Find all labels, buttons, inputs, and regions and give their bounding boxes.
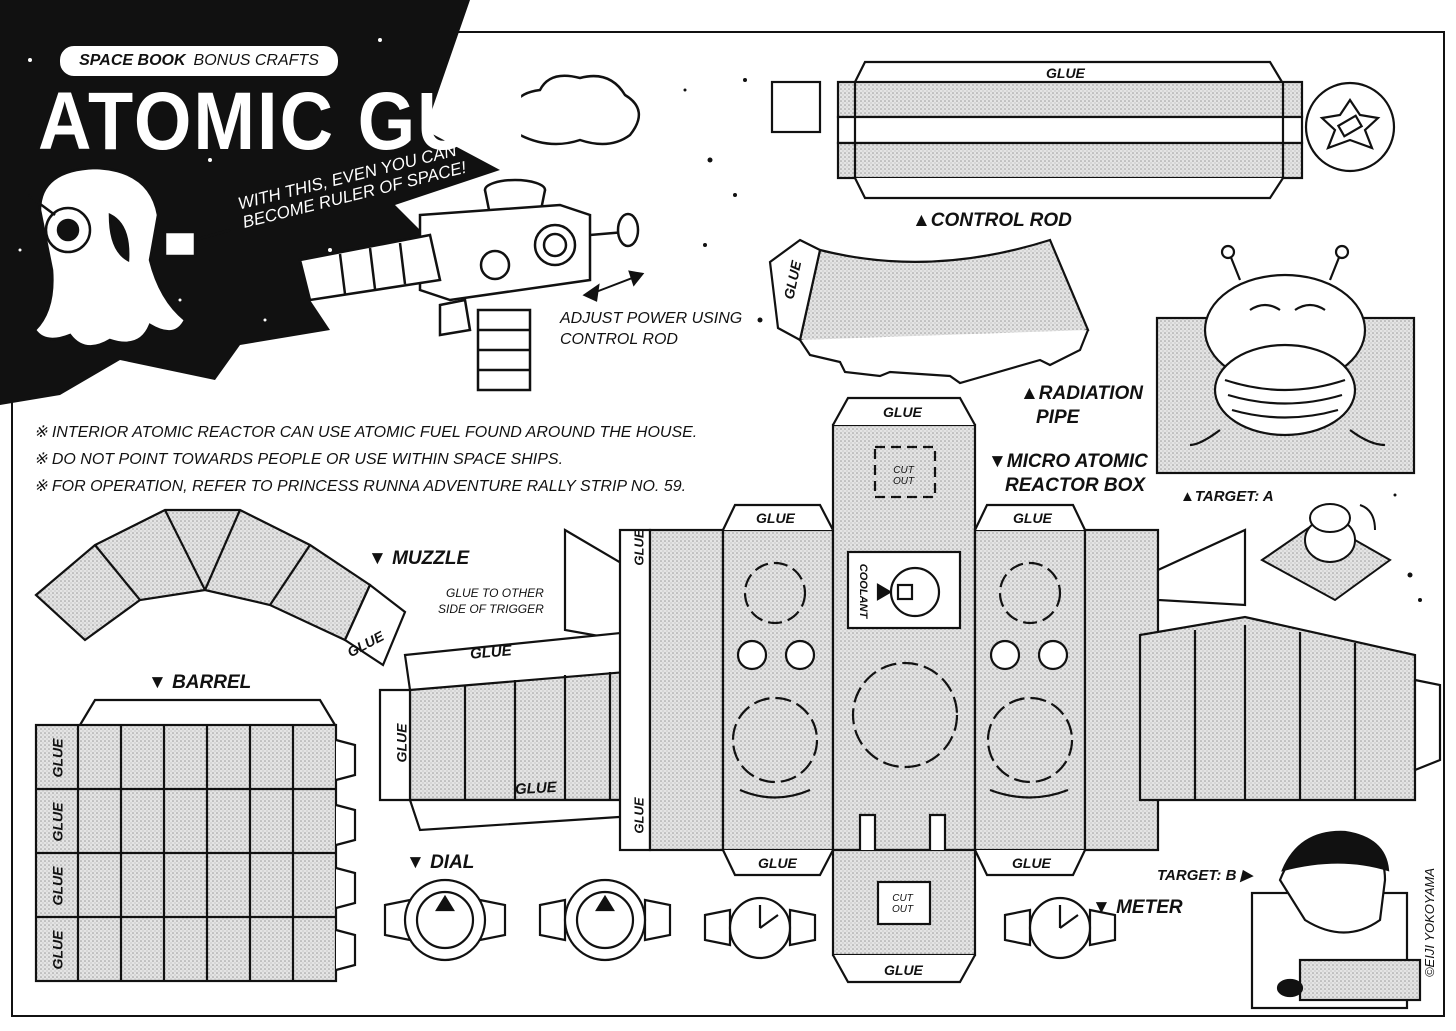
label-radiation-pipe: ▲RADIATION PIPE xyxy=(1020,382,1143,430)
cut-out-bottom: CUT OUT xyxy=(892,893,913,915)
meter-pieces xyxy=(703,896,1117,960)
label-reactor-box: ▼MICRO ATOMIC REACTOR BOX xyxy=(988,450,1148,498)
glue-tab-side-upper: GLUE xyxy=(631,529,647,566)
control-rod-net xyxy=(770,60,1396,200)
barrel-net xyxy=(34,698,357,983)
glue-tab-reactor-bottom: GLUE xyxy=(884,962,923,978)
glue-tab-side-lower: GLUE xyxy=(631,797,647,834)
coolant-label: COOLANT xyxy=(857,563,870,619)
glue-tab-left-top: GLUE xyxy=(756,510,795,526)
glue-trigger-line-2: SIDE OF TRIGGER xyxy=(438,602,544,616)
glue-tab-barrel-4: GLUE xyxy=(49,930,66,970)
glue-tab-left-bottom: GLUE xyxy=(758,855,797,871)
glue-tab-barrel-3: GLUE xyxy=(49,866,66,906)
cut-out-top: CUT OUT xyxy=(893,465,914,487)
glue-tab-handle-top: GLUE xyxy=(469,642,513,663)
glue-trigger-note: GLUE TO OTHER SIDE OF TRIGGER xyxy=(438,585,544,617)
glue-tab-barrel-2: GLUE xyxy=(49,802,66,842)
target-b-artist-illustration xyxy=(1250,830,1422,1010)
adjust-line-1: ADJUST POWER USING xyxy=(560,310,743,327)
handle-net-right xyxy=(1138,528,1442,802)
glue-tab-control-rod: GLUE xyxy=(1046,65,1085,81)
glue-trigger-line-1: GLUE TO OTHER xyxy=(446,586,544,600)
glue-tab-handle-bottom: GLUE xyxy=(514,778,558,799)
label-radiation-pipe-1: ▲RADIATION xyxy=(1020,383,1143,404)
cut-out-top-1: CUT xyxy=(893,465,914,476)
label-radiation-pipe-2: PIPE xyxy=(1036,407,1080,428)
radiation-pipe-net xyxy=(768,238,1090,385)
sheet-border xyxy=(11,31,1445,1017)
label-barrel: ▼ BARREL xyxy=(148,672,252,693)
label-target-a: ▲TARGET: A xyxy=(1180,488,1274,505)
series-name: SPACE BOOK xyxy=(79,52,186,69)
credit: ©EIJI YOKOYAMA xyxy=(1422,867,1438,978)
cut-out-bottom-1: CUT xyxy=(892,893,913,904)
label-control-rod: ▲CONTROL ROD xyxy=(912,210,1072,231)
glue-tab-reactor-top: GLUE xyxy=(883,404,922,420)
label-muzzle: ▼ MUZZLE xyxy=(368,548,470,569)
glue-tab-handle-side: GLUE xyxy=(393,723,410,763)
series-subtitle: BONUS CRAFTS xyxy=(193,52,319,69)
glue-tab-right-bottom: GLUE xyxy=(1012,855,1051,871)
target-a-small-illustration xyxy=(1260,503,1392,602)
label-reactor-2: REACTOR BOX xyxy=(1005,475,1146,496)
label-reactor-1: ▼MICRO ATOMIC xyxy=(988,451,1148,472)
note-1: ※ INTERIOR ATOMIC REACTOR CAN USE ATOMIC… xyxy=(34,424,698,441)
reactor-box-net xyxy=(618,396,1160,984)
alien-mascot-illustration xyxy=(27,166,231,348)
muzzle-net xyxy=(34,508,407,667)
atomic-gun-illustration xyxy=(298,74,645,392)
adjust-power-caption: ADJUST POWER USING CONTROL ROD xyxy=(560,308,742,350)
glue-tab-barrel-1: GLUE xyxy=(49,738,66,778)
adjust-line-2: CONTROL ROD xyxy=(560,331,678,348)
cut-out-top-2: OUT xyxy=(893,476,915,487)
cut-out-bottom-2: OUT xyxy=(892,904,914,915)
dial-pieces xyxy=(383,878,672,962)
glue-tab-right-top: GLUE xyxy=(1013,510,1052,526)
stars-dark xyxy=(683,78,1422,602)
target-a-frog-illustration xyxy=(1155,244,1416,475)
series-badge: SPACE BOOK BONUS CRAFTS xyxy=(58,44,340,78)
page-title: ATOMIC GUN xyxy=(38,75,529,167)
label-target-b: TARGET: B ▶ xyxy=(1157,867,1253,884)
note-2: ※ DO NOT POINT TOWARDS PEOPLE OR USE WIT… xyxy=(34,451,564,468)
note-3: ※ FOR OPERATION, REFER TO PRINCESS RUNNA… xyxy=(34,478,687,495)
label-meter: ▼ METER xyxy=(1092,897,1183,918)
label-dial: ▼ DIAL xyxy=(406,852,475,873)
